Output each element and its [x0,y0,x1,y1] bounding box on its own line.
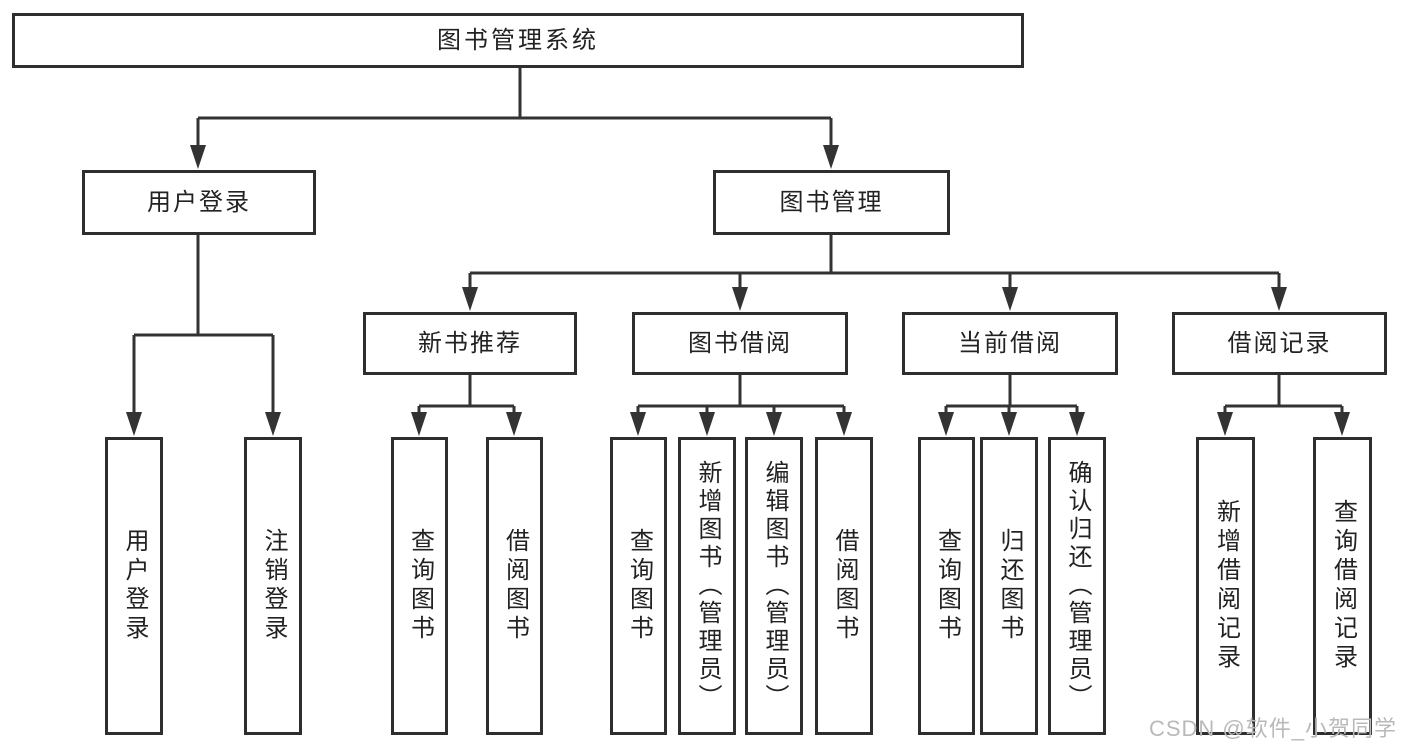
leaf-borrow-books-recommend: 借阅图书 [486,437,543,735]
arrow-down-icon [766,412,782,436]
arrow-down-icon [1271,287,1287,311]
arrow-down-icon [1001,412,1017,436]
node-current-borrowing: 当前借阅 [902,312,1118,375]
leaf-return-books: 归还图书 [980,437,1038,735]
arrow-down-icon [462,287,478,311]
arrow-down-icon [1334,412,1350,436]
arrow-down-icon [1002,287,1018,311]
arrow-down-icon [938,412,954,436]
arrow-down-icon [126,412,142,436]
leaf-query-books-current: 查询图书 [918,437,975,735]
leaf-query-borrow-record: 查询借阅记录 [1313,437,1372,735]
node-borrowing-records: 借阅记录 [1172,312,1387,375]
arrow-down-icon [699,412,715,436]
arrow-down-icon [836,412,852,436]
arrow-down-icon [506,412,522,436]
arrow-down-icon [823,145,839,169]
leaf-borrow-books-borrowing: 借阅图书 [815,437,873,735]
node-new-book-recommend: 新书推荐 [363,312,577,375]
node-book-borrowing: 图书借阅 [632,312,848,375]
arrow-down-icon [630,412,646,436]
node-user-login: 用户登录 [82,170,316,235]
arrow-down-icon [1217,412,1233,436]
arrow-down-icon [411,412,427,436]
leaf-logout: 注销登录 [244,437,302,735]
arrowheads [126,145,1350,436]
node-book-management-system: 图书管理系统 [12,13,1024,68]
leaf-confirm-return-admin: 确认归还（管理员） [1048,437,1106,735]
arrow-down-icon [265,412,281,436]
leaf-edit-books-admin: 编辑图书（管理员） [745,437,803,735]
leaf-user-login: 用户登录 [105,437,163,735]
leaf-add-borrow-record: 新增借阅记录 [1196,437,1255,735]
leaf-add-books-admin: 新增图书（管理员） [678,437,736,735]
node-book-management: 图书管理 [713,170,950,235]
leaf-query-books-recommend: 查询图书 [391,437,448,735]
arrow-down-icon [190,145,206,169]
leaf-query-books-borrowing: 查询图书 [610,437,667,735]
csdn-watermark: CSDN @软件_小贺同学 [1148,716,1397,741]
arrow-down-icon [732,287,748,311]
arrow-down-icon [1069,412,1085,436]
